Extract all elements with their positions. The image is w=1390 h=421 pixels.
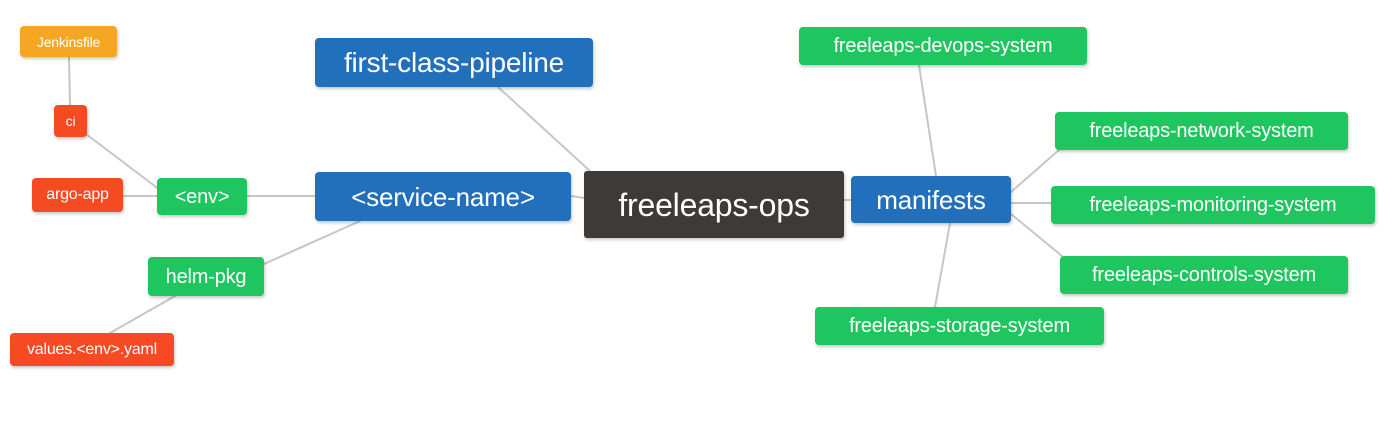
node-argo-app[interactable]: argo-app <box>32 178 123 212</box>
node-freeleaps-ops[interactable]: freeleaps-ops <box>584 171 844 238</box>
node-service-name[interactable]: <service-name> <box>315 172 571 221</box>
edge-manifests-to-freeleaps-devops-system <box>918 64 937 177</box>
node-freeleaps-controls-system[interactable]: freeleaps-controls-system <box>1060 256 1348 294</box>
node-ci[interactable]: ci <box>54 105 87 137</box>
node-freeleaps-monitoring-system[interactable]: freeleaps-monitoring-system <box>1051 186 1375 224</box>
node-env[interactable]: <env> <box>157 178 247 215</box>
node-first-class-pipeline[interactable]: first-class-pipeline <box>315 38 593 87</box>
node-freeleaps-devops-system[interactable]: freeleaps-devops-system <box>799 27 1087 65</box>
edge-service-name-to-freeleaps-ops <box>570 195 585 199</box>
node-freeleaps-network-system[interactable]: freeleaps-network-system <box>1055 112 1348 150</box>
node-jenkinsfile[interactable]: Jenkinsfile <box>20 26 117 57</box>
edge-manifests-to-freeleaps-storage-system <box>934 222 951 308</box>
edge-first-class-pipeline-to-freeleaps-ops <box>497 86 591 172</box>
node-values-env-yaml[interactable]: values.<env>.yaml <box>10 333 174 366</box>
node-helm-pkg[interactable]: helm-pkg <box>148 257 264 296</box>
edge-helm-pkg-to-service-name <box>263 220 361 265</box>
node-freeleaps-storage-system[interactable]: freeleaps-storage-system <box>815 307 1104 345</box>
edge-jenkinsfile-to-ci <box>68 56 71 106</box>
edge-values-env-yaml-to-helm-pkg <box>109 295 176 334</box>
node-manifests[interactable]: manifests <box>851 176 1011 223</box>
